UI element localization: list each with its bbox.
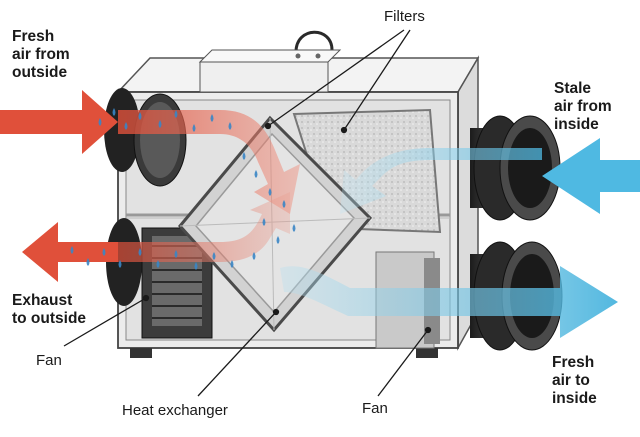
- label-exhaust-to-outside: Exhaust to outside: [12, 292, 87, 327]
- label-stale-air-from-inside: Stale air from inside: [554, 80, 612, 133]
- exhaust-out-arrow: [22, 192, 290, 282]
- leader-lines: [63, 29, 432, 397]
- label-fresh-air-to-inside: Fresh air to inside: [552, 354, 597, 407]
- fresh-air-out-arrow: [280, 266, 618, 338]
- label-fresh-air-from-outside: Fresh air from outside: [12, 28, 70, 81]
- left-upper-duct: [104, 88, 187, 187]
- label-filters: Filters: [384, 8, 425, 25]
- label-fan-left: Fan: [36, 352, 62, 369]
- fresh-air-in-arrow: [0, 90, 300, 214]
- stale-air-in-arrow: [340, 138, 640, 214]
- label-heat-exchanger: Heat exchanger: [122, 402, 228, 419]
- label-fan-right: Fan: [362, 400, 388, 417]
- right-upper-duct: [470, 115, 561, 221]
- condensation-droplets: [70, 108, 296, 270]
- control-box: [198, 30, 342, 93]
